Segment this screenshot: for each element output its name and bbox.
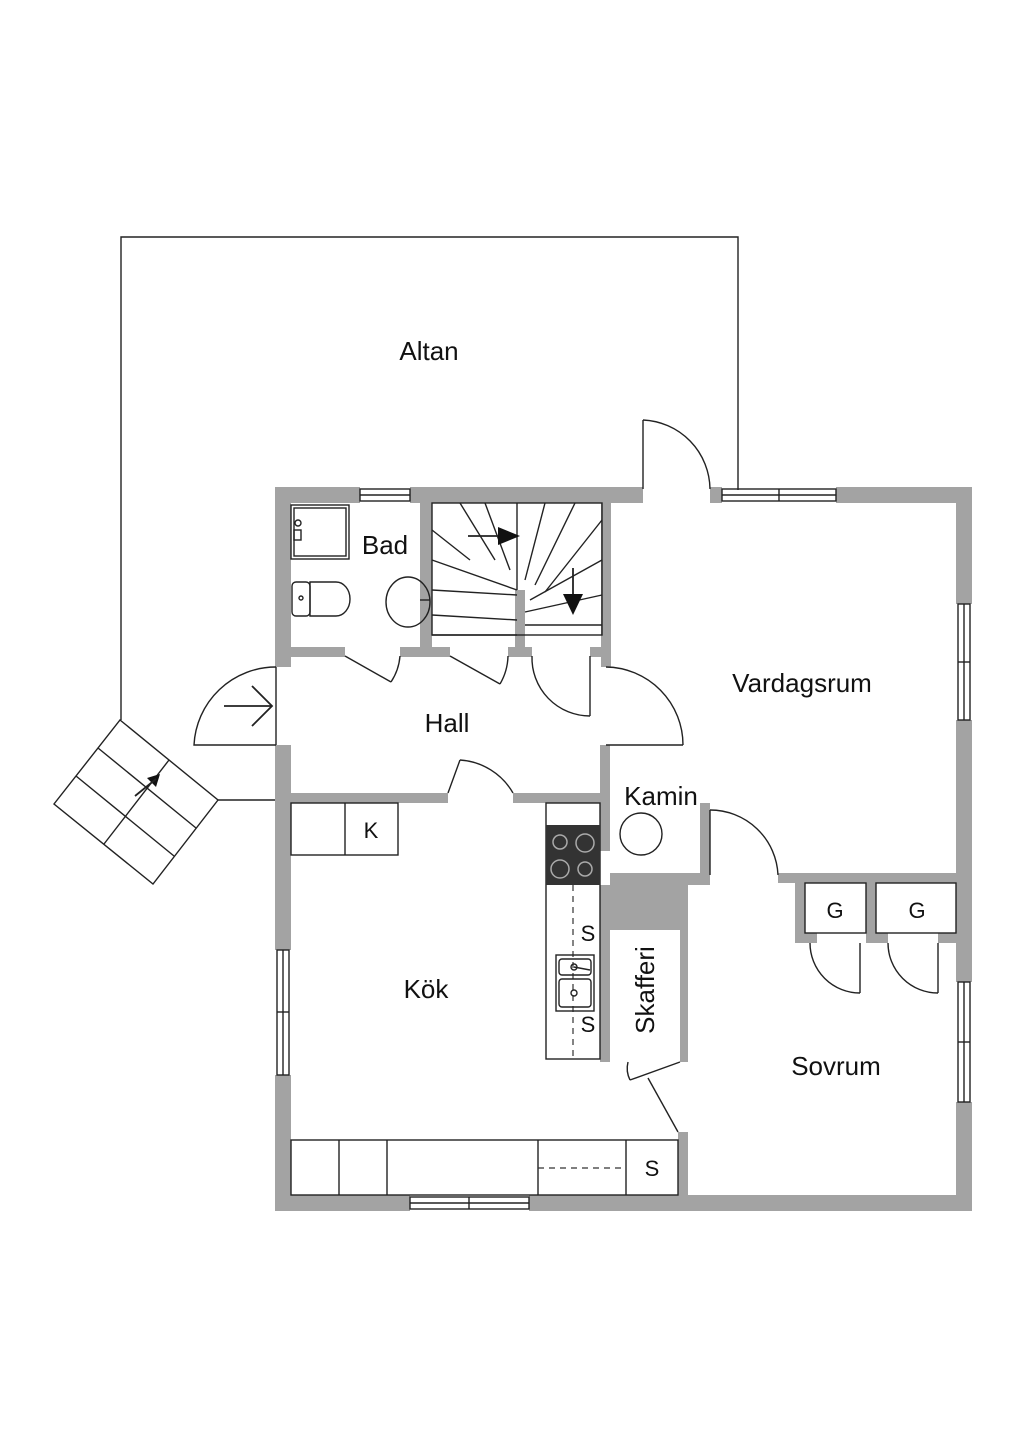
sink-icon: [385, 576, 431, 628]
fixture-label-s-3: S: [645, 1156, 660, 1181]
stove-icon: [546, 825, 600, 885]
stair-arrow-icon: [498, 527, 520, 545]
staircase: [431, 502, 603, 636]
room-label-kok: Kök: [404, 974, 450, 1004]
room-label-hall: Hall: [425, 708, 470, 738]
room-label-bad: Bad: [362, 530, 408, 560]
kitchen-cabinets: [290, 802, 679, 1196]
closets: [804, 882, 957, 934]
entrance-steps: [53, 719, 219, 885]
fixture-label-k: K: [364, 818, 379, 843]
stair-arrow-icon: [563, 594, 583, 615]
terrace-outline: [120, 236, 739, 801]
windows: [276, 488, 971, 1210]
fixture-label-s-2: S: [581, 1012, 596, 1037]
room-label-kamin: Kamin: [624, 781, 698, 811]
doors: [193, 419, 939, 1133]
room-label-skafferi: Skafferi: [630, 946, 660, 1034]
fixture-label-s-1: S: [581, 921, 596, 946]
room-label-vardagsrum: Vardagsrum: [732, 668, 872, 698]
shower-icon: [290, 504, 350, 560]
fireplace-icon: [619, 812, 663, 856]
fixture-label-g-2: G: [908, 898, 925, 923]
walls: [275, 487, 972, 1211]
entry-arrow-icon: [224, 685, 274, 727]
kitchen-sink-icon: [555, 954, 595, 1012]
fixture-label-g-1: G: [826, 898, 843, 923]
toilet-icon: [291, 581, 351, 617]
room-label-sovrum: Sovrum: [791, 1051, 881, 1081]
room-label-altan: Altan: [399, 336, 458, 366]
